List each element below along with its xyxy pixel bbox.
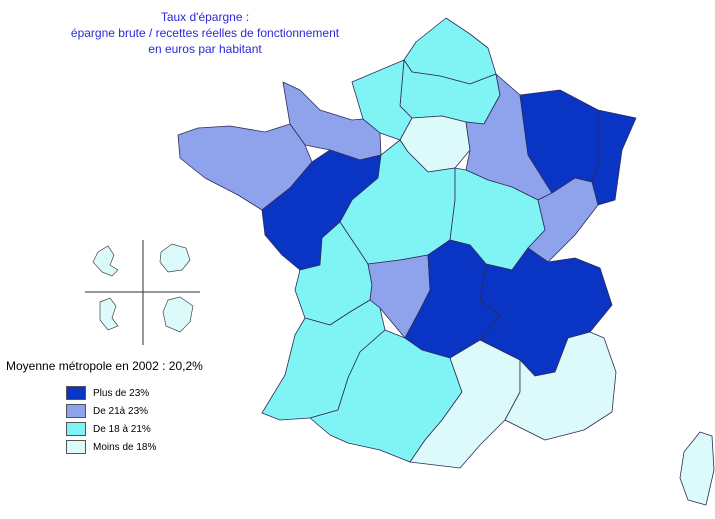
legend-label: Plus de 23% [93, 387, 150, 399]
legend-swatch [66, 440, 86, 454]
title-line-2: épargne brute / recettes réelles de fonc… [70, 26, 340, 40]
legend-swatch [66, 386, 86, 400]
legend-item: De 18 à 21% [66, 421, 156, 437]
region-provence-alpes-cote-azur [504, 331, 617, 441]
legend-swatch [66, 422, 86, 436]
region-corse [679, 431, 715, 506]
metropole-average-label: Moyenne métropole en 2002 : 20,2% [6, 359, 203, 373]
map-legend: Plus de 23% De 21à 23% De 18 à 21% Moins… [66, 385, 156, 457]
region-midi-pyrenees [309, 329, 463, 463]
legend-item: De 21à 23% [66, 403, 156, 419]
map-title: Taux d'épargne : épargne brute / recette… [40, 9, 370, 57]
region-languedoc-roussillon [409, 339, 521, 469]
region-guyane [162, 296, 194, 333]
region-alsace [591, 109, 637, 206]
region-franche-comte [527, 177, 599, 263]
region-guadeloupe [92, 245, 119, 277]
legend-item: Plus de 23% [66, 385, 156, 401]
legend-item: Moins de 18% [66, 439, 156, 455]
region-martinique [99, 297, 119, 331]
legend-label: De 21à 23% [93, 405, 149, 417]
legend-label: De 18 à 21% [93, 423, 151, 435]
title-line-1: Taux d'épargne : [160, 10, 250, 24]
title-line-3: en euros par habitant [148, 42, 262, 56]
legend-swatch [66, 404, 86, 418]
region-reunion [159, 243, 191, 273]
legend-label: Moins de 18% [93, 441, 157, 453]
